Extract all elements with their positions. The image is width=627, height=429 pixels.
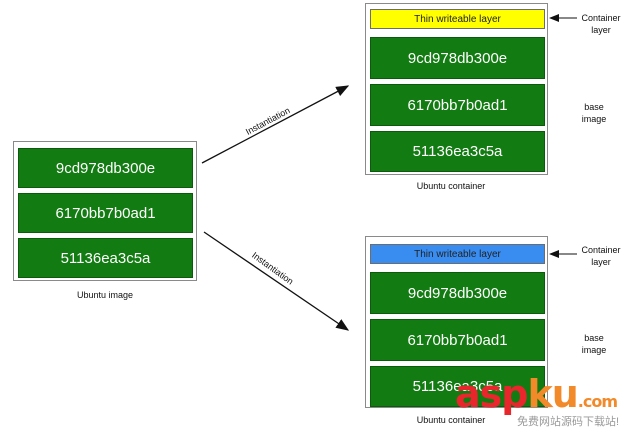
container-layer-label-bottom-line1: Container xyxy=(581,245,621,255)
base-image-label-bottom-line1: base xyxy=(584,333,604,343)
base-image-label-bottom-line2: image xyxy=(581,345,607,355)
thin-writeable-layer-bottom: Thin writeable layer xyxy=(370,244,545,264)
watermark-domain: .com xyxy=(577,392,618,411)
thin-writeable-layer-top: Thin writeable layer xyxy=(370,9,545,29)
base-image-label-bottom: base image xyxy=(574,332,614,356)
base-image-label-top-line2: image xyxy=(581,114,607,124)
container-top-layer-3: 51136ea3c5a xyxy=(370,131,545,172)
container-layer-label-top: Container layer xyxy=(578,12,624,36)
container-layer-label-bottom-line2: layer xyxy=(591,257,611,267)
upper-instantiation-arrow xyxy=(201,85,350,164)
image-layer-2: 6170bb7b0ad1 xyxy=(18,193,193,233)
ubuntu-container-caption-bottom: Ubuntu container xyxy=(416,415,486,425)
container-bottom-layer-3: 51136ea3c5a xyxy=(370,366,545,407)
ubuntu-container-box-bottom: Thin writeable layer 9cd978db300e 6170bb… xyxy=(365,236,548,408)
ubuntu-image-box: 9cd978db300e 6170bb7b0ad1 51136ea3c5a xyxy=(13,141,197,281)
container-top-layer-2: 6170bb7b0ad1 xyxy=(370,84,545,126)
container-layer-label-top-line2: layer xyxy=(591,25,611,35)
container-layer-label-bottom: Container layer xyxy=(578,244,624,268)
ubuntu-container-caption-top: Ubuntu container xyxy=(416,181,486,191)
container-bottom-layer-2: 6170bb7b0ad1 xyxy=(370,319,545,361)
watermark-subtitle: 免费网站源码下载站! xyxy=(517,416,620,428)
lower-instantiation-arrow xyxy=(203,231,350,331)
base-image-label-top: base image xyxy=(574,101,614,125)
container-top-layer-1: 9cd978db300e xyxy=(370,37,545,79)
container-layer-label-top-line1: Container xyxy=(581,13,621,23)
ubuntu-container-box-top: Thin writeable layer 9cd978db300e 6170bb… xyxy=(365,3,548,175)
watermark-logo-part2: ku xyxy=(527,372,578,416)
image-layer-1: 9cd978db300e xyxy=(18,148,193,188)
watermark-logo: aspku.com xyxy=(455,372,618,416)
base-image-label-top-line1: base xyxy=(584,102,604,112)
watermark-logo-part1: asp xyxy=(455,372,528,416)
container-bottom-layer-1: 9cd978db300e xyxy=(370,272,545,314)
ubuntu-image-caption: Ubuntu image xyxy=(76,290,134,300)
image-layer-3: 51136ea3c5a xyxy=(18,238,193,278)
